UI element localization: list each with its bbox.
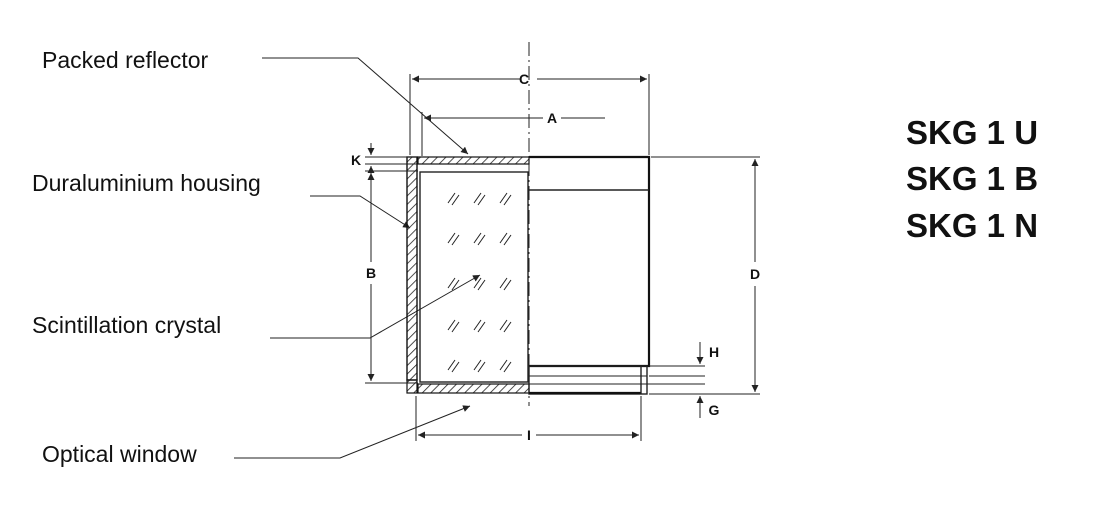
- housing-wall: [406, 156, 418, 381]
- leader-lines: [234, 57, 481, 459]
- model-name-3: SKG 1 N: [906, 207, 1038, 244]
- window-label: Optical window: [42, 441, 197, 467]
- svg-text:K: K: [351, 152, 361, 168]
- crystal-label: Scintillation crystal: [32, 312, 221, 338]
- dimension-d: D: [649, 156, 760, 395]
- svg-text:G: G: [709, 402, 720, 418]
- packed-reflector-label: Packed reflector: [42, 47, 209, 73]
- model-name-1: SKG 1 U: [906, 114, 1038, 151]
- scintillation-crystal: [419, 171, 529, 383]
- dimension-c: C: [409, 71, 650, 155]
- housing-label: Duraluminium housing: [32, 170, 261, 196]
- crystal-hatch-marks: [447, 192, 512, 373]
- dimension-i: I: [415, 396, 642, 443]
- model-name-2: SKG 1 B: [906, 160, 1038, 197]
- housing-exterior: [528, 155, 651, 395]
- dimension-b: B: [365, 170, 418, 384]
- svg-text:I: I: [527, 427, 531, 443]
- packed-reflector: [417, 156, 530, 165]
- window-lip: [406, 379, 418, 394]
- svg-text:C: C: [519, 71, 529, 87]
- optical-window: [417, 383, 530, 394]
- dimension-k: K: [351, 143, 417, 178]
- dimension-h: H: [649, 342, 719, 377]
- svg-text:H: H: [709, 344, 719, 360]
- svg-text:A: A: [547, 110, 557, 126]
- dimension-a: A: [421, 110, 605, 156]
- svg-text:D: D: [750, 266, 760, 282]
- svg-text:B: B: [366, 265, 376, 281]
- dimension-g: G: [643, 383, 720, 418]
